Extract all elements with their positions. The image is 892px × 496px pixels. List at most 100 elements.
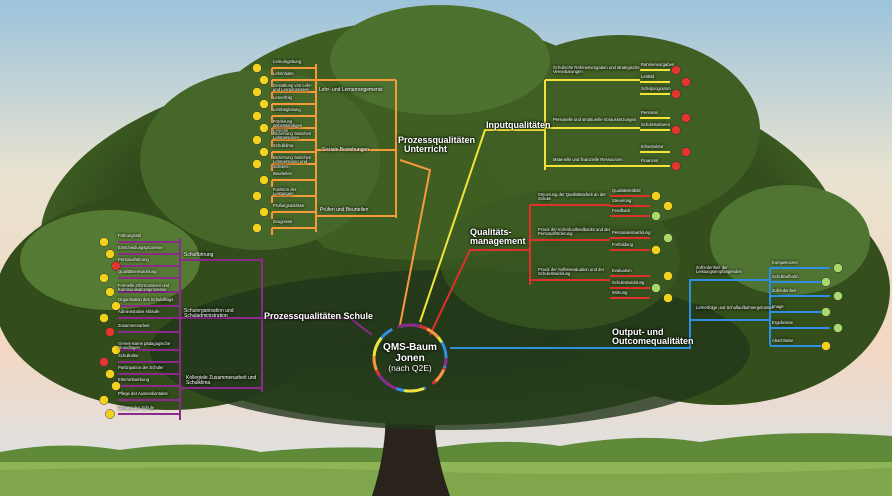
status-dot — [682, 114, 691, 123]
status-dot — [664, 202, 673, 211]
leaf-item: Organisation des Schulalltags — [118, 298, 178, 302]
status-dot — [260, 148, 269, 157]
leaf-item: Öffnung der Schule — [118, 406, 178, 410]
leaf-item: Führungsstil — [118, 234, 178, 238]
center-ring-icon — [371, 322, 449, 394]
status-dot — [253, 136, 262, 145]
leaf-item: Personalentwicklung — [612, 231, 650, 235]
group-pruefen-beurteilen: Prüfen und Beurteilen — [320, 208, 368, 213]
group-schulfuehrung: Schulführung — [184, 253, 213, 258]
leaf-item: Elternmitwirkung — [118, 378, 178, 382]
status-dot — [106, 410, 115, 419]
status-dot — [100, 396, 109, 405]
status-dot — [260, 76, 269, 85]
status-dot — [100, 274, 109, 283]
branch-title-input: Inputqualitäten — [486, 121, 551, 130]
leaf-item: Zusammenarbeit — [118, 324, 178, 328]
status-dot — [652, 192, 661, 201]
status-dot — [672, 90, 681, 99]
group-schulorganisation: Schulorganisation und Schuladministratio… — [184, 309, 264, 320]
leaf-item: Wirkung — [612, 291, 650, 295]
leaf-item: Entscheidungsprozesse — [118, 246, 178, 250]
leaf-item: Prüfungsanlässe — [273, 204, 315, 208]
leaf-item: Kompetenzen — [772, 261, 824, 265]
leaf-item: Feedback — [612, 209, 650, 213]
status-dot — [100, 314, 109, 323]
leaf-item: Personalführung — [118, 258, 178, 262]
leaf-item: Personal — [641, 111, 671, 115]
branch-title-prozess-schule: Prozessqualitäten Schule — [264, 312, 373, 321]
status-dot — [100, 238, 109, 247]
leaf-item: Beziehung zwischen Lehrpersonen und Schü… — [273, 156, 315, 169]
leaf-item: Gemeinsame pädagogische Grundlagen — [118, 342, 178, 351]
leaf-item: Qualitätsleitbild — [612, 189, 650, 193]
leaf-item: Qualitätsentwicklung — [118, 270, 178, 274]
status-dot — [106, 250, 115, 259]
branch-title-prozess-unterricht: Prozessqualitäten Unterricht — [398, 136, 475, 155]
branch-title-output: Output- und Outcomequalitäten — [612, 328, 694, 347]
branch-title-qm: Qualitäts- management — [470, 228, 526, 247]
status-dot — [260, 208, 269, 217]
leaf-item: Formelle Informationen und Kommunikation… — [118, 284, 178, 293]
status-dot — [253, 64, 262, 73]
group-zufriedenheit: Zufriedenheit der Leistungsempfangenden — [696, 266, 774, 275]
leaf-item: Zeugnisse — [273, 220, 315, 224]
status-dot — [834, 324, 843, 333]
status-dot — [834, 292, 843, 301]
leaf-item: Image — [772, 305, 824, 309]
leaf-item: Beziehung zwischen Lehrpersonen — [273, 132, 315, 141]
status-dot — [652, 246, 661, 255]
status-dot — [106, 288, 115, 297]
leaf-item: Partizipation der Schüler — [118, 366, 178, 370]
leaf-item: Ergebnisse — [772, 321, 824, 325]
center-badge: QMS-Baum Jonen (nach Q2E) — [371, 322, 449, 394]
leaf-item: Zufriedenheit — [772, 289, 824, 293]
leaf-item: Evaluation — [612, 269, 650, 273]
status-dot — [672, 126, 681, 135]
status-dot — [652, 284, 661, 293]
leaf-item: Finanzen — [641, 159, 671, 163]
status-dot — [652, 212, 661, 221]
leaf-item: Lernerfolg — [273, 96, 315, 100]
leaf-item: Pflege der Aussenkontakte — [118, 392, 178, 396]
status-dot — [664, 234, 673, 243]
group-lernerfolge: Lernerfolge und Schullaufbahnergebnisse — [696, 306, 774, 310]
group-kollegiale-zusammenarbeit: Kollegiale Zusammenarbeit und Schulklima — [186, 376, 264, 387]
leaf-item: Schulentwicklung — [612, 281, 650, 285]
status-dot — [106, 328, 115, 337]
status-dot — [664, 294, 673, 303]
leaf-item: Schulklima — [273, 144, 315, 148]
leaf-item: Schullaufbahn — [772, 275, 824, 279]
status-dot — [260, 176, 269, 185]
status-dot — [253, 112, 262, 121]
leaf-item: Lernumgebung — [273, 60, 315, 64]
group-steuerung-qualitaetsarbeit: Steuerung der Qualitätsarbeit an der Sch… — [538, 193, 616, 202]
leaf-item: Steuerung — [612, 199, 650, 203]
leaf-item: Administrative Abläufe — [118, 310, 178, 314]
leaf-item: Lehrinhalte — [273, 72, 315, 76]
status-dot — [253, 160, 262, 169]
status-dot — [664, 272, 673, 281]
status-dot — [253, 88, 262, 97]
status-dot — [112, 382, 121, 391]
leaf-item: Abschlüsse — [772, 339, 824, 343]
status-dot — [672, 162, 681, 171]
leaf-item: Lernbegleitung — [273, 108, 315, 112]
leaf-item: Schulprogramm — [641, 87, 671, 91]
group-materielle-ressourcen: Materielle und finanzielle Ressourcen — [553, 158, 633, 162]
leaf-item: Leitbild — [641, 75, 671, 79]
leaf-item: Rahmenvorgaben — [641, 63, 671, 67]
leaf-item: Schulkultur — [118, 354, 178, 358]
leaf-item: Infrastruktur — [641, 145, 671, 149]
status-dot — [834, 264, 843, 273]
group-lehr-lernarrangements: Lehr- und Lernarrangements — [319, 88, 383, 93]
group-individualfeedbacks: Praxis der Individualfeedbacks und der P… — [538, 228, 618, 237]
leaf-item: Gestaltung von Lehr- und Lernprozessen — [273, 84, 315, 93]
status-dot — [682, 148, 691, 157]
group-rahmenvorgaben: Schulische Rahmenvorgaben und strategisc… — [553, 66, 641, 75]
status-dot — [260, 124, 269, 133]
status-dot — [100, 358, 109, 367]
group-selbstevaluation: Praxis der Selbstevaluation und der Schu… — [538, 268, 618, 277]
status-dot — [253, 192, 262, 201]
leaf-item: Funktion der Leistungen — [273, 188, 315, 197]
